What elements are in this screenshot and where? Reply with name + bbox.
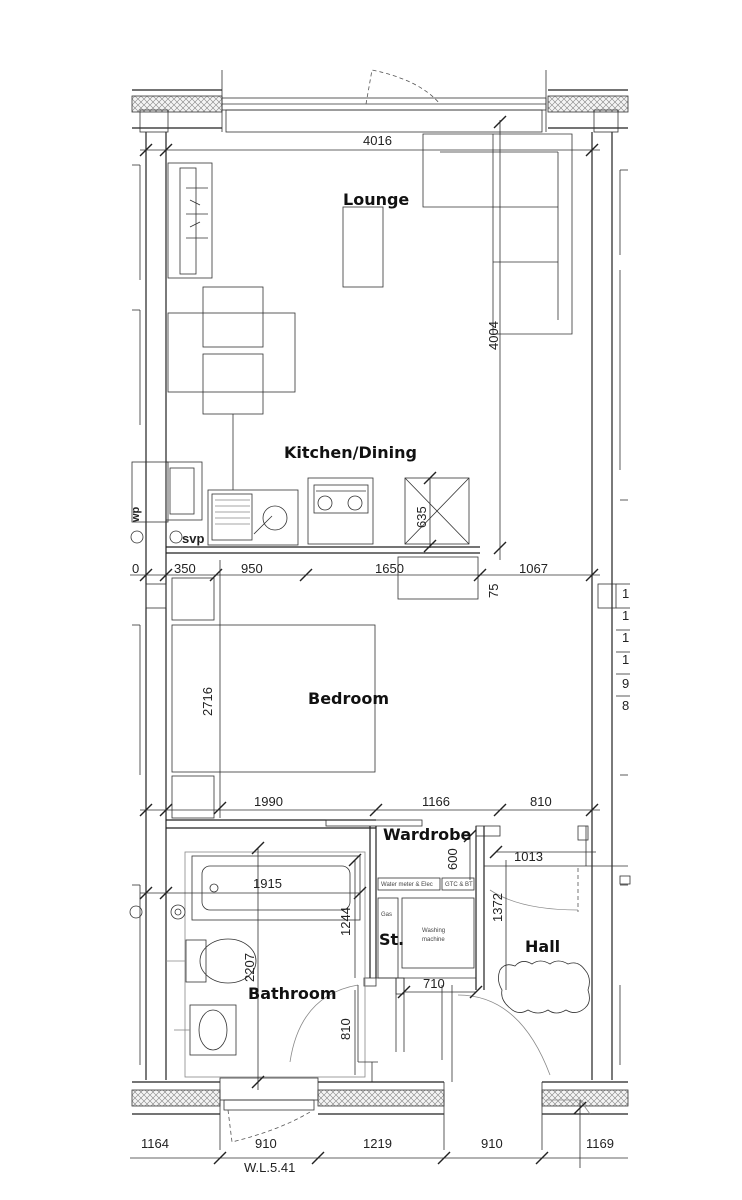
- dim-kitchen-left: 0: [132, 561, 139, 576]
- dim-kitchen-350: 350: [174, 561, 196, 576]
- right-cut-num: 1: [622, 630, 629, 645]
- dim-bath-1244: 1244: [338, 907, 353, 936]
- left-wall: [132, 109, 169, 1080]
- bottom-external-wall: [131, 1077, 629, 1168]
- bottom-ref-label: W.L.5.41: [244, 1160, 295, 1175]
- dim-bath-810: 810: [338, 1018, 353, 1040]
- right-cut-num: 9: [622, 676, 629, 691]
- dim-lounge-width: 4016: [363, 133, 392, 148]
- dimension-lines: [130, 115, 628, 1165]
- kitchen-units: [130, 461, 480, 600]
- dim-bedroom-1990: 1990: [254, 794, 283, 809]
- dim-hall-1013: 1013: [514, 849, 543, 864]
- dim-bottom-1164: 1164: [141, 1136, 169, 1151]
- washing-label-2: machine: [422, 937, 445, 943]
- dim-bottom-910b: 910: [481, 1136, 503, 1151]
- washing-label-1: Washing: [422, 928, 445, 934]
- room-label-lounge: Lounge: [343, 190, 409, 209]
- bedroom-furniture: [171, 577, 376, 819]
- dim-wardrobe-600: 600: [445, 848, 460, 870]
- gas-label: Gas: [381, 912, 392, 918]
- svp-label: svp: [182, 531, 204, 546]
- right-cut-num: 1: [622, 586, 629, 601]
- dim-bath-2207: 2207: [242, 953, 257, 982]
- dim-lounge-depth: 4004: [486, 321, 501, 350]
- dim-bedroom-depth: 2716: [200, 687, 215, 716]
- room-label-kitchen-dining: Kitchen/Dining: [284, 443, 417, 462]
- right-cut-num: 1: [622, 652, 629, 667]
- wp-label: wp: [130, 506, 142, 523]
- right-cut-table: 1 1 1 1 9 8: [616, 583, 630, 713]
- room-label-bedroom: Bedroom: [308, 689, 389, 708]
- dim-kitchen-1067: 1067: [519, 561, 548, 576]
- dim-bottom-910a: 910: [255, 1136, 277, 1151]
- dim-kitchen-1650: 1650: [375, 561, 404, 576]
- bathroom-fixtures: [129, 851, 378, 1082]
- dim-hall-1372: 1372: [490, 893, 505, 922]
- dim-bottom-1169: 1169: [586, 1136, 614, 1151]
- dining-set: [167, 286, 296, 490]
- lounge-furniture: [167, 133, 573, 335]
- dim-kitchen-75: 75: [486, 584, 501, 598]
- dim-bedroom-1166: 1166: [422, 794, 450, 809]
- dim-kitchen-950: 950: [241, 561, 263, 576]
- dim-store-710: 710: [423, 976, 445, 991]
- gtc-label: GTC & BT: [445, 882, 473, 888]
- right-cut-num: 8: [622, 698, 629, 713]
- dim-bottom-1219: 1219: [363, 1136, 392, 1151]
- meter-label: Water meter & Elec: [381, 882, 433, 888]
- top-external-wall: [131, 69, 629, 133]
- room-label-bathroom: Bathroom: [248, 984, 337, 1003]
- room-label-wardrobe: Wardrobe: [383, 825, 472, 844]
- right-wall: [586, 109, 631, 1080]
- dim-cabinet-depth: 635: [414, 506, 429, 528]
- room-label-store: St.: [379, 930, 404, 949]
- right-cut-num: 1: [622, 608, 629, 623]
- dim-bedroom-810: 810: [530, 794, 552, 809]
- dim-bath-1915: 1915: [253, 876, 282, 891]
- middle-partitions: [166, 819, 586, 1082]
- room-label-hall: Hall: [525, 937, 560, 956]
